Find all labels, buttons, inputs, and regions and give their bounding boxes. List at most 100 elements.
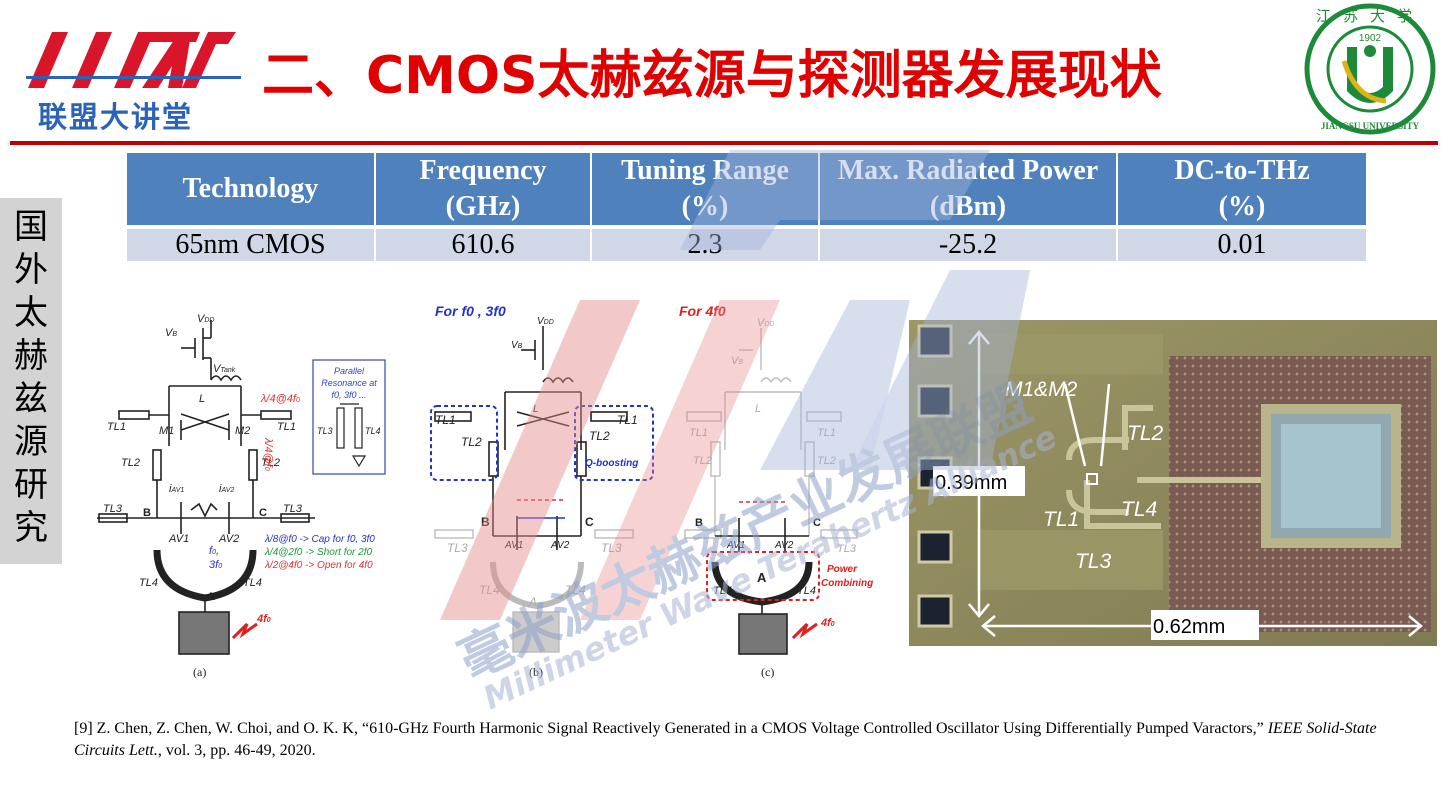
cell-frequency: 610.6	[375, 227, 592, 261]
svg-text:VB: VB	[165, 327, 177, 339]
svg-text:For f0 , 3f0: For f0 , 3f0	[435, 303, 506, 319]
header-technology: Technology	[127, 153, 376, 229]
alliance-logo-text: 联盟大讲堂	[38, 100, 194, 134]
svg-text:4f0: 4f0	[820, 617, 835, 629]
university-name: JIANGSU UNIVERSITY	[1321, 121, 1420, 131]
cell-dc-to-thz: 0.01	[1117, 227, 1366, 261]
svg-text:0.39mm: 0.39mm	[935, 472, 1007, 494]
svg-text:TL2: TL2	[461, 435, 482, 449]
svg-text:C: C	[585, 515, 594, 529]
svg-text:λ/2@4f0 -> Open for 4f0: λ/2@4f0 -> Open for 4f0	[264, 560, 373, 571]
svg-text:VDD: VDD	[757, 317, 774, 329]
svg-text:3f0: 3f0	[209, 559, 222, 571]
reference-citation: [9] Z. Chen, Z. Chen, W. Choi, and O. K.…	[74, 720, 1377, 759]
svg-text:Combining: Combining	[821, 578, 873, 589]
svg-text:0.62mm: 0.62mm	[1153, 616, 1225, 638]
svg-text:M1&M2: M1&M2	[1005, 378, 1078, 401]
university-year: 1902	[1359, 33, 1382, 44]
svg-text:TL2: TL2	[261, 457, 280, 469]
svg-text:λ/4@f0: λ/4@f0	[262, 437, 274, 471]
panel-a-schematic	[97, 320, 315, 655]
svg-text:Q-boosting: Q-boosting	[585, 458, 638, 469]
svg-text:AV2: AV2	[774, 540, 794, 551]
svg-text:M1: M1	[159, 425, 174, 437]
chip-micrograph: M1&M2 TL2 TL1 TL4 TL3 0.39mm 0.62mm	[909, 320, 1437, 646]
svg-text:TL2: TL2	[693, 455, 712, 467]
svg-text:AV1: AV1	[726, 540, 745, 551]
svg-text:L: L	[755, 403, 761, 415]
svg-text:λ/4@4f0: λ/4@4f0	[260, 393, 300, 405]
svg-text:TL1: TL1	[817, 427, 836, 439]
svg-text:Power: Power	[827, 564, 858, 575]
svg-text:TL2: TL2	[817, 455, 836, 467]
header-divider	[10, 141, 1438, 145]
svg-text:TL1: TL1	[617, 413, 638, 427]
header-tuning-range: Tuning Range(%)	[591, 153, 820, 229]
side-tab-char: 赫	[14, 336, 48, 376]
svg-text:λ/4@2f0 -> Short for 2f0: λ/4@2f0 -> Short for 2f0	[264, 547, 373, 558]
svg-text:TL3: TL3	[1075, 550, 1112, 573]
svg-text:Parallel: Parallel	[334, 366, 365, 376]
header-dc-to-thz: DC-to-THz(%)	[1117, 153, 1366, 229]
svg-text:B: B	[481, 515, 490, 529]
svg-text:TL3: TL3	[601, 541, 622, 555]
svg-text:B: B	[143, 507, 151, 519]
side-tab-char: 国	[14, 207, 48, 247]
svg-text:VTank: VTank	[213, 363, 236, 375]
slide-title: 二、CMOS太赫兹源与探测器发展现状	[262, 46, 1162, 106]
svg-text:iAV1: iAV1	[169, 483, 184, 495]
header-frequency: Frequency(GHz)	[375, 153, 592, 229]
svg-text:TL2: TL2	[589, 429, 610, 443]
svg-text:A: A	[757, 570, 767, 585]
svg-text:VB: VB	[731, 355, 743, 367]
svg-text:TL4: TL4	[243, 577, 262, 589]
svg-text:(c): (c)	[761, 665, 774, 679]
svg-text:TL1: TL1	[689, 427, 708, 439]
svg-text:TL3: TL3	[447, 541, 468, 555]
svg-text:L: L	[533, 404, 539, 415]
svg-text:TL1: TL1	[435, 413, 456, 427]
svg-text:(a): (a)	[193, 665, 206, 679]
svg-text:AV1: AV1	[168, 533, 189, 545]
side-tab	[0, 198, 62, 564]
svg-text:VB: VB	[511, 340, 523, 351]
university-seal-text: 江苏大学	[1316, 7, 1424, 25]
header-max-radiated-power: Max. Radiated Power(dBm)	[819, 153, 1118, 229]
panel-b-schematic	[434, 326, 628, 550]
svg-text:TL3: TL3	[103, 503, 123, 515]
svg-text:TL3: TL3	[317, 426, 333, 436]
cell-technology: 65nm CMOS	[127, 227, 376, 261]
svg-text:TL1: TL1	[277, 421, 296, 433]
svg-text:M2: M2	[235, 425, 250, 437]
svg-text:(b): (b)	[529, 665, 543, 679]
svg-text:TL4: TL4	[479, 583, 500, 597]
svg-text:TL4: TL4	[365, 426, 381, 436]
side-tab-char: 外	[14, 250, 48, 290]
svg-text:iAV2: iAV2	[219, 483, 234, 495]
svg-text:TL4: TL4	[1121, 498, 1157, 521]
table-row: 65nm CMOS 610.6 2.3 -25.2 0.01	[127, 227, 1366, 261]
svg-text:TL3: TL3	[283, 503, 303, 515]
svg-text:C: C	[813, 517, 821, 529]
side-tab-char: 源	[14, 422, 48, 462]
cell-radiated-power: -25.2	[819, 227, 1118, 261]
side-tab-char: 太	[14, 293, 48, 333]
svg-text:f0,: f0,	[209, 545, 219, 557]
side-tab-char: 研	[14, 465, 48, 505]
side-tab-label: 国外太赫兹源研究	[0, 206, 62, 550]
svg-text:L: L	[199, 393, 205, 405]
svg-text:Resonance at: Resonance at	[321, 378, 377, 388]
svg-text:TL4: TL4	[139, 577, 158, 589]
svg-text:AV2: AV2	[550, 540, 570, 551]
svg-text:TL2: TL2	[121, 457, 140, 469]
svg-text:f0, 3f0 ...: f0, 3f0 ...	[331, 390, 366, 400]
svg-text:4f0: 4f0	[256, 613, 271, 625]
spec-table: Technology Frequency(GHz) Tuning Range(%…	[127, 153, 1366, 261]
svg-text:AV2: AV2	[218, 533, 239, 545]
svg-text:For 4f0: For 4f0	[679, 303, 726, 319]
svg-text:λ/8@f0 -> Cap for f0, 3f0: λ/8@f0 -> Cap for f0, 3f0	[264, 534, 375, 545]
svg-text:TL4: TL4	[565, 583, 586, 597]
svg-text:A: A	[528, 595, 537, 609]
svg-text:TL1: TL1	[107, 421, 126, 433]
